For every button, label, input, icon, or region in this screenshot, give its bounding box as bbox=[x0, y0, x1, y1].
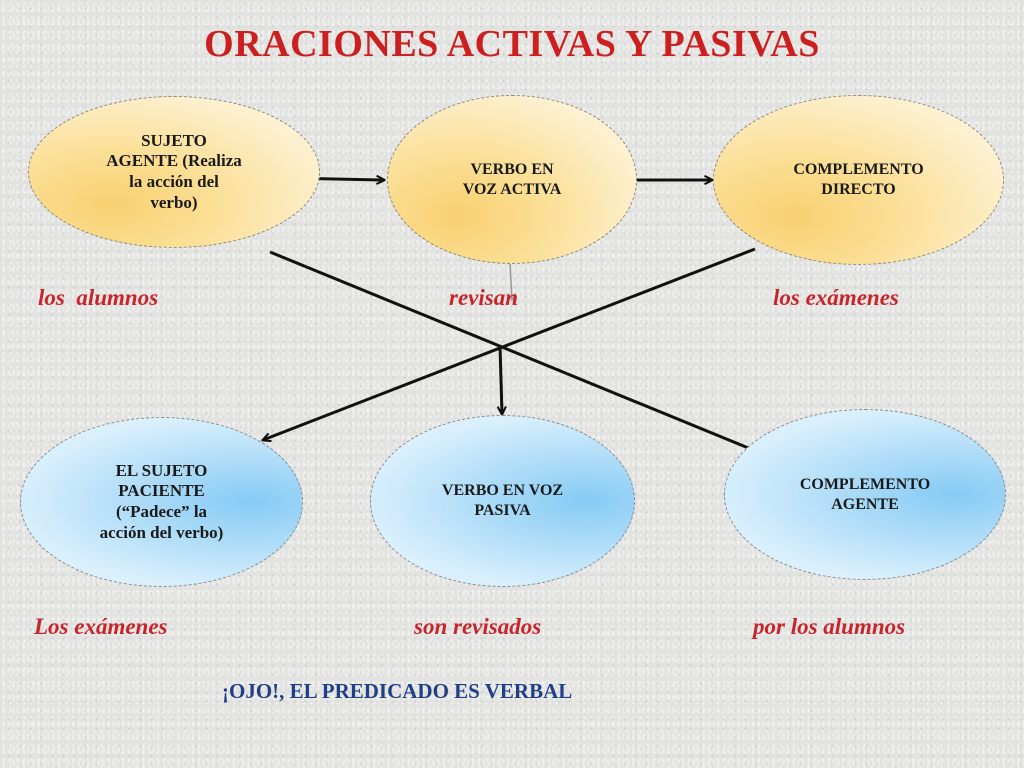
example-los-examenes-pasiva: Los exámenes bbox=[34, 614, 168, 639]
arrow-to-verbo-pasiva bbox=[500, 345, 502, 414]
arrow-sujeto-agente-to-complemento-agente bbox=[269, 250, 763, 454]
node-complemento-agente: COMPLEMENTO AGENTE bbox=[724, 409, 1006, 580]
slide-title: ORACIONES ACTIVAS Y PASIVAS bbox=[204, 23, 820, 65]
node-verbo-pasiva-label: VERBO EN VOZ PASIVA bbox=[441, 482, 564, 519]
node-sujeto-paciente-label: EL SUJETO PACIENTE (“Padece” la acción d… bbox=[99, 460, 224, 542]
node-sujeto-paciente: EL SUJETO PACIENTE (“Padece” la acción d… bbox=[20, 417, 303, 587]
node-verbo-pasiva: VERBO EN VOZ PASIVA bbox=[370, 415, 635, 587]
arrow-complemento-directo-to-sujeto-paciente bbox=[263, 247, 756, 440]
example-los-alumnos: los alumnos bbox=[38, 285, 159, 310]
node-sujeto-agente-label: SUJETO AGENTE (Realiza la acción del ver… bbox=[106, 130, 242, 212]
example-por-los-alumnos: por los alumnos bbox=[753, 614, 906, 639]
arrow-faint-connector bbox=[510, 263, 512, 300]
node-complemento-directo: COMPLEMENTO DIRECTO bbox=[713, 95, 1004, 265]
node-complemento-directo-label: COMPLEMENTO DIRECTO bbox=[793, 161, 924, 198]
node-complemento-agente-label: COMPLEMENTO AGENTE bbox=[799, 475, 931, 513]
note-predicado-verbal: ¡OJO!, EL PREDICADO ES VERBAL bbox=[222, 679, 573, 703]
node-verbo-activa-label: VERBO EN VOZ ACTIVA bbox=[462, 160, 562, 198]
example-son-revisados: son revisados bbox=[414, 614, 542, 639]
example-los-examenes: los exámenes bbox=[773, 285, 899, 310]
node-verbo-activa: VERBO EN VOZ ACTIVA bbox=[387, 95, 637, 264]
node-sujeto-agente: SUJETO AGENTE (Realiza la acción del ver… bbox=[28, 96, 320, 248]
example-revisan: revisan bbox=[449, 285, 518, 310]
